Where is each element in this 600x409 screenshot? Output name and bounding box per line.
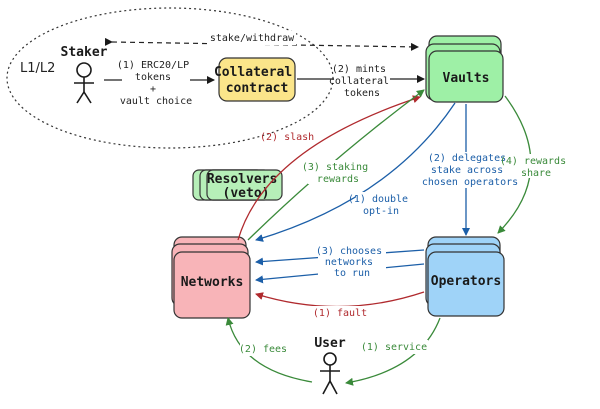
label-deposit-line4: vault choice [120, 96, 192, 107]
user-figure-icon [320, 352, 340, 395]
collateral-contract-box [218, 57, 296, 102]
resolvers-box [192, 169, 283, 201]
edge-service [345, 317, 441, 386]
label-rewards-share-line2: share [521, 168, 551, 179]
collateral-label-line1: Collateral [214, 65, 292, 80]
label-delegates-line3: chosen operators [422, 177, 518, 188]
resolvers-label: Resolvers (veto) [207, 172, 285, 201]
edge-fees [225, 317, 313, 383]
label-double-optin-line2: opt-in [363, 206, 399, 217]
label-rewards-share: (4) rewards share [500, 156, 572, 179]
collateral-label: Collateral contract [214, 65, 300, 96]
operators-label: Operators [431, 274, 501, 289]
label-staking-rewards: (3) staking rewards [302, 162, 374, 185]
label-mint-line3: tokens [344, 88, 380, 99]
label-delegates-line2: stake across [431, 165, 503, 176]
label-deposit: (1) ERC20/LP tokens + vault choice [117, 60, 195, 107]
staker-label: Staker [61, 45, 108, 60]
label-rewards-share-line1: (4) rewards [500, 156, 566, 167]
label-stake-withdraw: stake/withdraw [210, 33, 295, 44]
staker-figure-icon [74, 62, 94, 104]
label-staking-rewards-line1: (3) staking [302, 162, 368, 173]
label-chooses-line2: networks [325, 257, 373, 268]
label-double-optin: (1) double opt-in [348, 194, 414, 217]
networks-box [171, 236, 251, 319]
vaults-label: Vaults [443, 71, 490, 86]
label-double-optin-line1: (1) double [348, 194, 408, 205]
user-label: User [314, 336, 345, 351]
label-mint-line2: collateral [329, 76, 389, 87]
label-delegates: (2) delegates stake across chosen operat… [422, 153, 518, 188]
edge-fault [255, 291, 425, 308]
label-fault: (1) fault [313, 308, 367, 319]
edge-slash [237, 95, 421, 241]
label-chooses-line3: to run [334, 268, 370, 279]
resolvers-label-line1: Resolvers [207, 172, 277, 187]
label-mint-line1: (2) mints [332, 64, 386, 75]
operators-box [425, 236, 505, 317]
label-chooses-line1: (3) chooses [316, 246, 382, 257]
label-slash: (2) slash [260, 132, 314, 143]
edge-double-optin-vaults [255, 102, 456, 242]
networks-label: Networks [181, 275, 244, 290]
l1-l2-region [6, 7, 334, 149]
label-service: (1) service [361, 342, 427, 353]
label-fees: (2) fees [239, 344, 287, 355]
label-staking-rewards-line2: rewards [317, 174, 359, 185]
label-deposit-line2: tokens [135, 72, 171, 83]
region-label: L1/L2 [20, 61, 55, 76]
resolvers-label-line2: (veto) [223, 186, 270, 201]
label-deposit-line1: (1) ERC20/LP [117, 60, 189, 71]
collateral-label-line2: contract [226, 81, 289, 96]
label-deposit-line3: + [150, 84, 156, 95]
label-delegates-line1: (2) delegates [428, 153, 506, 164]
label-mint: (2) mints collateral tokens [329, 64, 395, 99]
vaults-box [425, 35, 504, 103]
label-chooses: (3) chooses networks to run [316, 246, 388, 279]
